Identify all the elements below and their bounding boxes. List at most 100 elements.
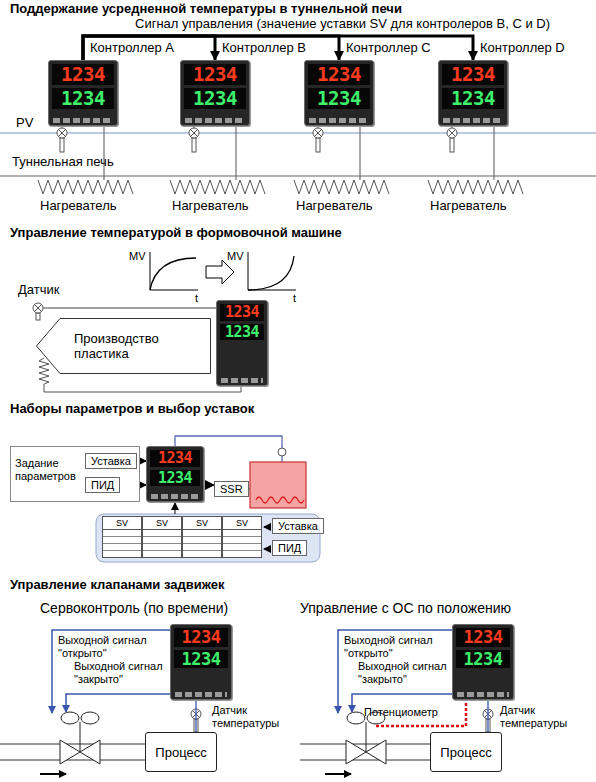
probe	[278, 448, 286, 456]
control-signal-line	[83, 36, 473, 60]
controller: 12341234	[216, 300, 268, 386]
key-strip	[309, 118, 369, 123]
setting-card: SV	[222, 516, 262, 558]
label: Выходной сигнал "закрыто"	[74, 660, 168, 685]
coil	[38, 180, 133, 194]
label: t	[195, 292, 198, 305]
label: Нагреватель	[296, 199, 373, 214]
flow-arrows	[40, 773, 351, 775]
coil	[294, 180, 389, 194]
label: Контроллер D	[480, 41, 565, 56]
node-text: Уставка	[91, 455, 131, 467]
panel-arrow	[175, 503, 176, 514]
section-title: Поддержание усредненной температуры в ту…	[10, 2, 402, 17]
sensor-line	[487, 700, 488, 732]
pv-display: 1234	[184, 64, 246, 85]
label: Датчик температуры	[500, 704, 574, 729]
machine-box: Производство пластика	[36, 318, 211, 374]
process-box: Процесс	[145, 732, 217, 772]
sensors	[57, 126, 457, 152]
tank	[250, 462, 306, 508]
label: MV	[129, 250, 146, 263]
parameter-box: Задание параметров УставкаПИД	[10, 446, 140, 502]
node-text: SSR	[220, 483, 243, 495]
pv-display: 1234	[220, 304, 264, 321]
node-text: SV	[143, 518, 181, 528]
section-title: Управление температурой в формовочной ма…	[10, 226, 342, 241]
sv-display: 1234	[174, 650, 228, 669]
signal-wires	[52, 630, 452, 713]
setting-card: SV	[182, 516, 222, 558]
section-title: Управление клапанами задвижек	[10, 578, 225, 593]
tank-heater	[256, 497, 304, 503]
sensor-symbol	[33, 303, 216, 320]
label: t	[293, 292, 296, 305]
control-signal-line	[83, 36, 339, 60]
signal-arrow	[204, 484, 214, 485]
heater-coils	[38, 180, 523, 194]
key-strip	[221, 378, 263, 383]
node-text: SV	[103, 518, 141, 528]
label: Сервоконтроль (по времени)	[40, 600, 228, 616]
node-text: Производство пластика	[74, 331, 203, 361]
setting-box: SSR	[214, 481, 249, 497]
controller: 12341234	[170, 624, 232, 700]
setting-card: SV	[102, 516, 142, 558]
sv-display: 1234	[184, 88, 246, 109]
setting-box: Уставка	[85, 453, 137, 469]
label: PV	[16, 116, 33, 131]
label: Контроллер C	[346, 41, 431, 56]
label: Нагреватель	[430, 199, 507, 214]
pv-display: 1234	[308, 64, 370, 85]
card-grid	[103, 529, 141, 557]
label: Контроллер B	[222, 41, 306, 56]
sv-display: 1234	[150, 470, 200, 487]
parameter-panel	[96, 514, 320, 562]
controller: 12341234	[48, 60, 118, 126]
sensor-line	[195, 700, 196, 732]
card-grid	[183, 529, 221, 557]
label: Нагреватель	[172, 199, 249, 214]
machine-outline	[37, 319, 211, 374]
label: Потенциометр	[364, 706, 438, 719]
process-box: Процесс	[430, 732, 502, 772]
sv-display: 1234	[456, 650, 510, 669]
controller: 12341234	[452, 624, 514, 700]
node-text: Задание параметров	[15, 457, 81, 483]
controller: 12341234	[438, 60, 508, 126]
section-title: Наборы параметров и выбор уставок	[10, 402, 254, 417]
heater-leads	[104, 126, 494, 180]
pv-display: 1234	[150, 450, 200, 467]
heater-wire	[44, 384, 241, 392]
pv-line	[0, 132, 596, 133]
label: Датчик температуры	[212, 704, 286, 729]
label: Туннельная печь	[12, 155, 114, 170]
setting-card: SV	[142, 516, 182, 558]
label: Сигнал управления (значение уставки SV д…	[135, 17, 550, 32]
furnace-line	[0, 176, 596, 177]
sv-display: 1234	[308, 88, 370, 109]
node-text: Процесс	[155, 745, 206, 760]
key-strip	[457, 692, 509, 697]
label: MV	[227, 250, 244, 263]
label: Датчик	[18, 283, 59, 298]
coil	[428, 180, 523, 194]
key-strip	[151, 494, 199, 499]
setting-box: Уставка	[272, 518, 324, 534]
node-text: SV	[183, 518, 221, 528]
controller: 1234 1234	[304, 60, 374, 126]
label: Нагреватель	[40, 199, 117, 214]
key-strip	[185, 118, 245, 123]
pid-arrow	[264, 549, 271, 550]
sv-display: 1234	[442, 88, 504, 109]
control-signal-line	[83, 36, 215, 60]
node-text: ПИД	[278, 542, 301, 554]
controller: 1234 1234	[180, 60, 250, 126]
label: Управление с ОС по положению	[300, 600, 511, 616]
node-text: ПИД	[91, 479, 114, 491]
set-arrow	[264, 527, 271, 528]
node-text: SV	[223, 518, 261, 528]
sv-display: 1234	[52, 88, 114, 109]
key-strip	[443, 118, 503, 123]
